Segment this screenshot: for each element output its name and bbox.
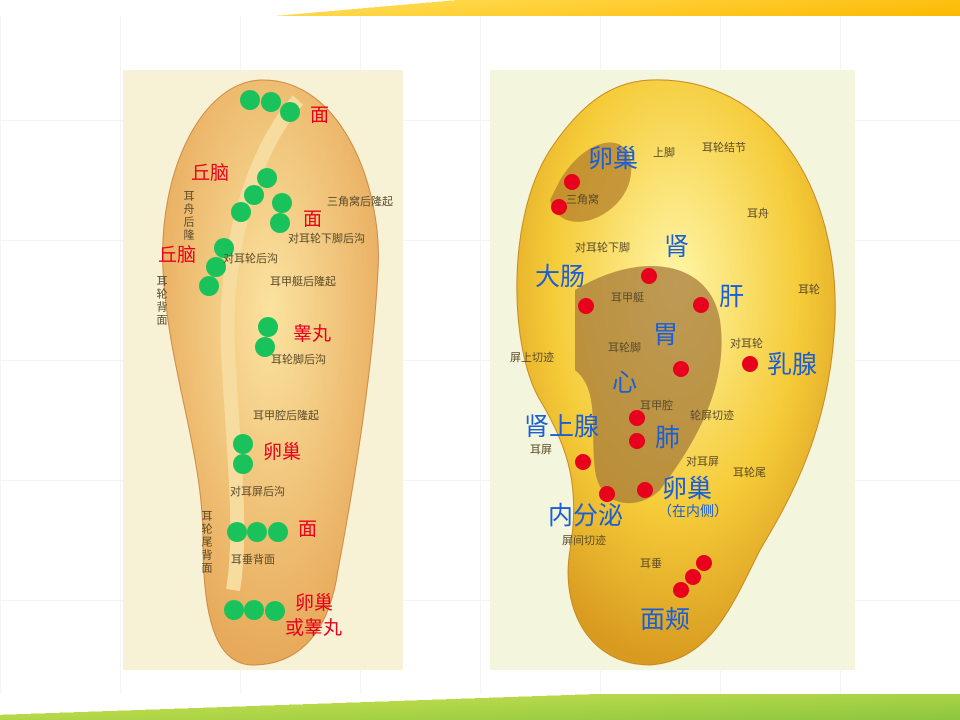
label-stomach: 胃 <box>653 320 679 349</box>
acupoint-green <box>258 317 278 337</box>
acupoint-red <box>578 298 594 314</box>
anatomy-label: 耳轮尾 <box>733 466 766 479</box>
ear-front-shape <box>516 79 836 666</box>
acupoint-green <box>233 434 253 454</box>
acupoint-red <box>673 582 689 598</box>
anatomy-label: 三角窝 <box>566 193 599 206</box>
acupoint-green <box>247 522 267 542</box>
anatomy-label: 对耳屏 <box>686 455 719 468</box>
ear-front-diagram: 卵巢 肾 大肠 肝 胃 乳腺 心 肾上腺 肺 卵巢 内分泌 面颊 （在内侧） 上… <box>490 70 855 670</box>
acupoint-red <box>599 486 615 502</box>
acupoint-red <box>629 410 645 426</box>
acupoint-red <box>693 297 709 313</box>
acupoint-green <box>270 213 290 233</box>
ear-back-diagram: 面 丘脑 面 丘脑 睾丸 卵巢 面 卵巢 或睾丸 三角窝后隆起 对耳轮下脚后沟 … <box>123 70 403 670</box>
anatomy-label: 耳轮脚 <box>608 341 641 354</box>
acupoint-red <box>629 433 645 449</box>
anatomy-label: 耳舟 <box>747 207 769 220</box>
label-heart: 心 <box>612 368 638 397</box>
label-ovary-inner: 卵巢 <box>662 474 713 503</box>
acupoint-green <box>272 193 292 213</box>
anatomy-label: 耳轮尾背面 <box>200 510 213 575</box>
anatomy-label: 上脚 <box>653 146 675 159</box>
label-thalamus: 丘脑 <box>191 162 230 184</box>
anatomy-label: 耳轮脚后沟 <box>271 353 326 366</box>
acupoint-green <box>244 185 264 205</box>
anatomy-label: 耳屏 <box>530 443 552 456</box>
acupoint-green <box>244 600 264 620</box>
anatomy-label: 屏上切迹 <box>510 351 554 364</box>
acupoint-red <box>564 174 580 190</box>
label-face: 面 <box>298 518 318 540</box>
anatomy-label: 对耳轮下脚 <box>575 241 630 254</box>
label-mammary-gland: 乳腺 <box>767 350 818 379</box>
label-face: 面 <box>303 208 323 230</box>
label-ovary: 卵巢 <box>588 144 639 173</box>
anatomy-label: 对耳轮后沟 <box>223 252 278 265</box>
acupoint-green <box>280 102 300 122</box>
label-thalamus: 丘脑 <box>158 244 197 266</box>
acupoint-red <box>673 361 689 377</box>
acupoint-red <box>742 356 758 372</box>
acupoint-green <box>257 168 277 188</box>
label-liver: 肝 <box>719 282 745 311</box>
acupoint-green <box>268 522 288 542</box>
acupoint-red <box>551 199 567 215</box>
acupoint-green <box>214 238 234 258</box>
acupoint-green <box>227 522 247 542</box>
acupoint-green <box>224 600 244 620</box>
bottom-accent-bar <box>0 694 960 720</box>
acupoint-green <box>199 276 219 296</box>
label-inner-side-note: （在内侧） <box>658 504 728 520</box>
label-cheek: 面颊 <box>640 605 691 634</box>
label-lung: 肺 <box>655 423 681 452</box>
acupoint-green <box>233 454 253 474</box>
acupoint-green <box>231 202 251 222</box>
acupoint-red <box>637 482 653 498</box>
label-testis: 睾丸 <box>293 323 332 345</box>
acupoint-green <box>265 601 285 621</box>
acupoint-green <box>240 90 260 110</box>
anatomy-label: 对耳轮 <box>730 337 763 350</box>
anatomy-label: 耳垂 <box>640 557 662 570</box>
anatomy-label: 屏间切迹 <box>562 534 606 547</box>
label-kidney: 肾 <box>664 232 690 261</box>
label-or-testis: 或睾丸 <box>285 617 343 639</box>
anatomy-label: 耳甲艇 <box>611 291 644 304</box>
anatomy-label: 耳甲艇后隆起 <box>270 275 336 288</box>
label-ovary: 卵巢 <box>295 592 334 614</box>
anatomy-label: 耳甲腔后隆起 <box>253 409 319 422</box>
anatomy-label: 耳轮结节 <box>702 141 746 154</box>
anatomy-label: 轮屏切迹 <box>690 409 734 422</box>
anatomy-label: 耳甲腔 <box>640 399 673 412</box>
anatomy-label: 耳轮 <box>798 283 820 296</box>
label-endocrine: 内分泌 <box>548 501 624 530</box>
anatomy-label: 对耳屏后沟 <box>230 485 285 498</box>
label-ovary: 卵巢 <box>263 441 302 463</box>
label-face: 面 <box>310 104 330 126</box>
anatomy-label: 耳舟后隆 <box>182 190 195 242</box>
anatomy-label: 三角窝后隆起 <box>327 195 393 208</box>
label-adrenal: 肾上腺 <box>524 412 600 441</box>
ear-back-shape <box>162 79 379 666</box>
acupoint-red <box>575 454 591 470</box>
label-large-intestine: 大肠 <box>535 262 586 291</box>
acupoint-green <box>206 257 226 277</box>
acupoint-red <box>696 555 712 571</box>
anatomy-label: 耳垂背面 <box>231 553 275 566</box>
anatomy-label: 耳轮背面 <box>155 275 168 327</box>
acupoint-green <box>255 337 275 357</box>
top-accent-bar <box>0 0 960 16</box>
acupoint-red <box>641 268 657 284</box>
acupoint-green <box>261 92 281 112</box>
acupoint-red <box>685 569 701 585</box>
anatomy-label: 对耳轮下脚后沟 <box>288 232 365 245</box>
